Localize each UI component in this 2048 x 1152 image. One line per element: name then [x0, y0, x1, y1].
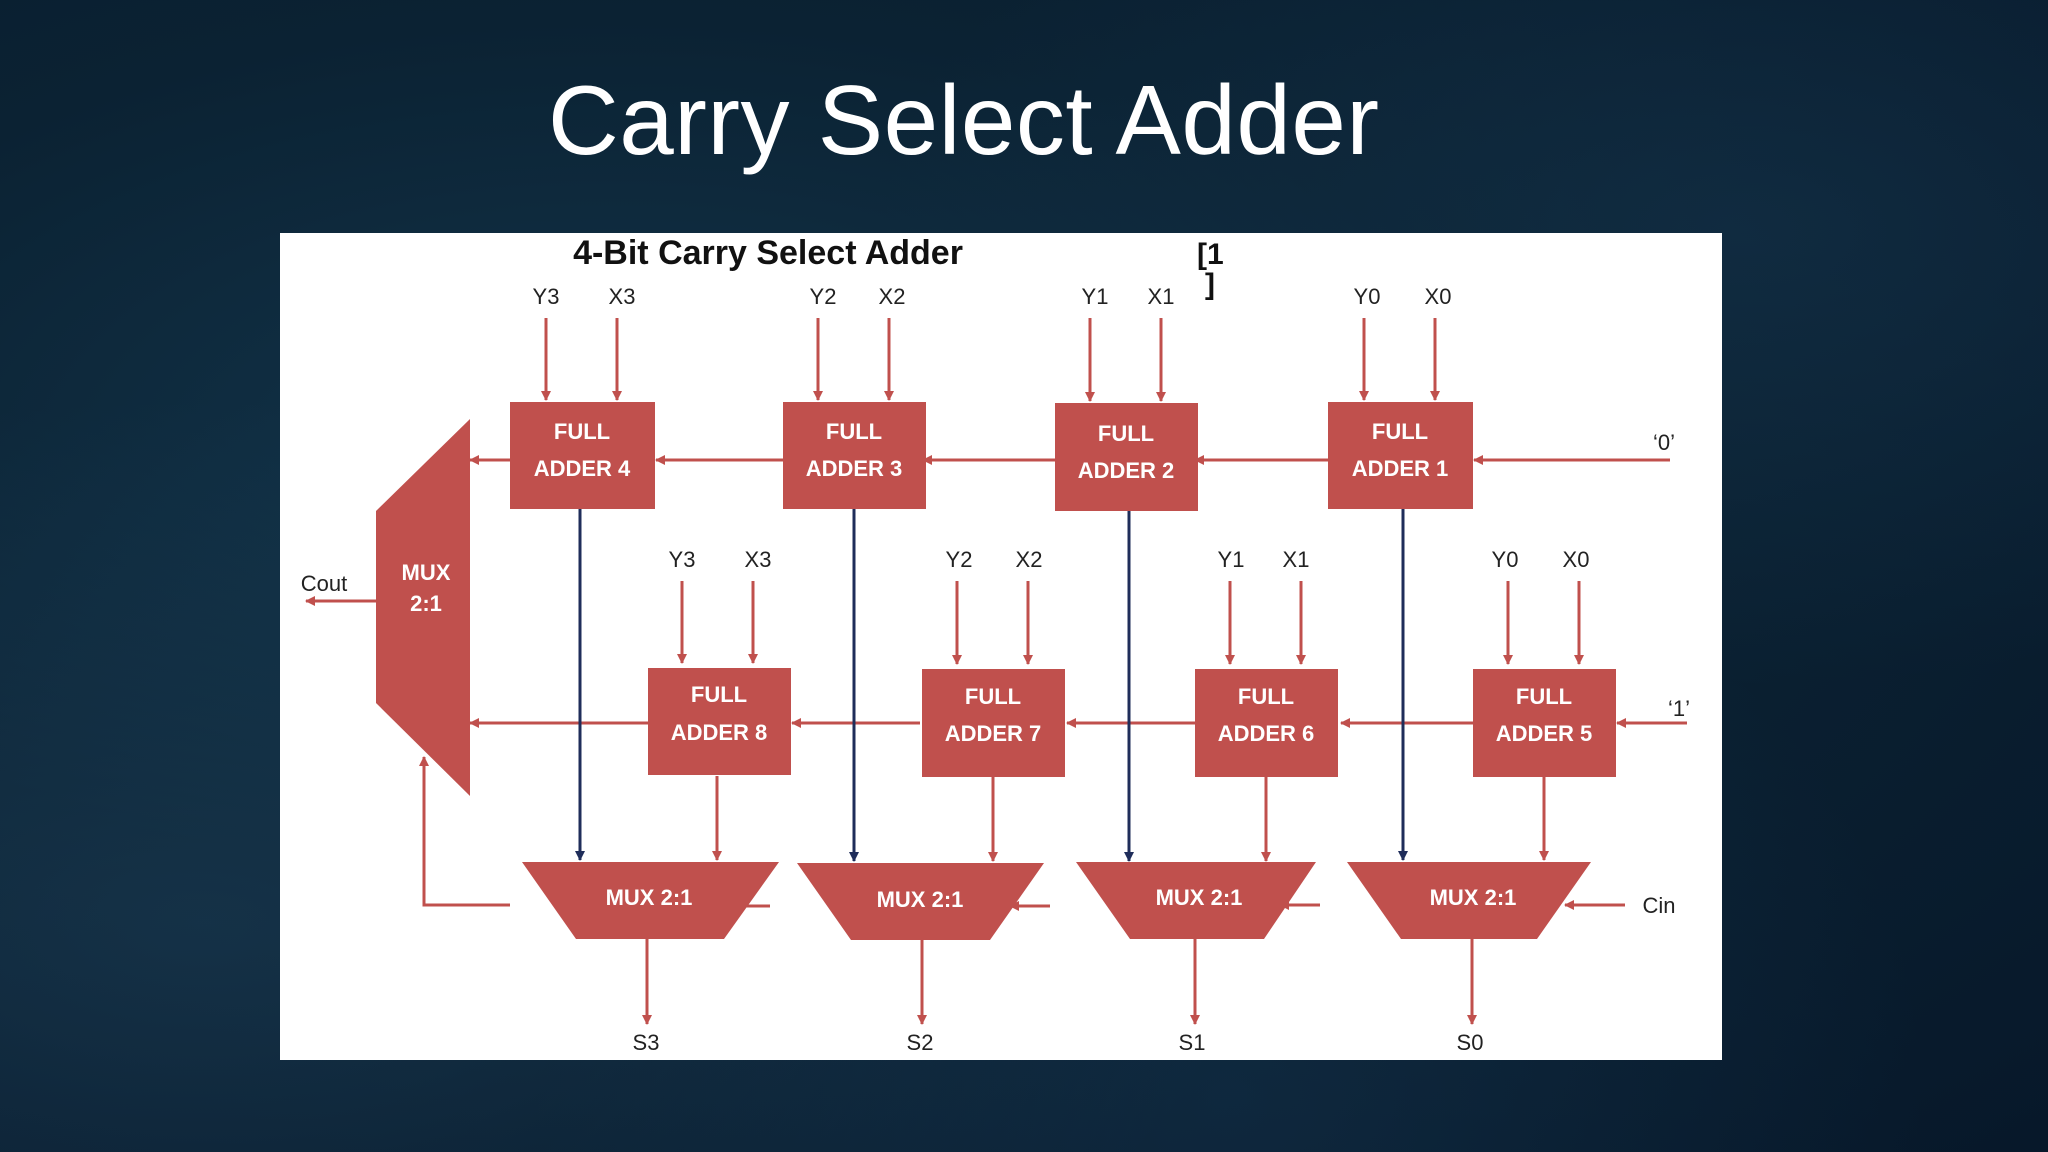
sum-mux-3-label: MUX 2:1 [606, 885, 693, 910]
fa6-line1: FULL [1238, 684, 1294, 709]
top-in-y2: Y2 [810, 284, 837, 309]
sum-mux-2: MUX 2:1 [797, 863, 1044, 940]
fa3-line1: FULL [826, 419, 882, 444]
full-adder-8: FULL ADDER 8 [648, 668, 791, 775]
top-in-y1: Y1 [1082, 284, 1109, 309]
diagram-heading-ref-close: ] [1205, 268, 1215, 301]
sum-mux-1: MUX 2:1 [1076, 862, 1316, 939]
top-in-x1: X1 [1148, 284, 1175, 309]
sum-mux-1-label: MUX 2:1 [1156, 885, 1243, 910]
top-in-x3: X3 [609, 284, 636, 309]
diagram-heading-ref: [1 [1197, 238, 1224, 271]
top-in-y0: Y0 [1354, 284, 1381, 309]
fa8-line1: FULL [691, 682, 747, 707]
sum-out-s3: S3 [633, 1030, 660, 1055]
bot-in-x3: X3 [745, 547, 772, 572]
carry-mux-label-1: MUX [402, 560, 451, 585]
fa3-line2: ADDER 3 [806, 456, 903, 481]
fa2-line2: ADDER 2 [1078, 458, 1175, 483]
top-in-x2: X2 [879, 284, 906, 309]
fa2-line1: FULL [1098, 421, 1154, 446]
bot-in-x2: X2 [1016, 547, 1043, 572]
carry-mux: MUX 2:1 [376, 419, 470, 796]
bot-in-x0: X0 [1563, 547, 1590, 572]
full-adder-5: FULL ADDER 5 [1473, 669, 1616, 777]
fa6-line2: ADDER 6 [1218, 721, 1315, 746]
sum-mux-0-label: MUX 2:1 [1430, 885, 1517, 910]
fa4-line1: FULL [554, 419, 610, 444]
bottom-carry-in-label: ‘1’ [1668, 696, 1690, 721]
top-in-y3: Y3 [533, 284, 560, 309]
full-adder-4: FULL ADDER 4 [510, 402, 655, 509]
fa4-line2: ADDER 4 [534, 456, 631, 481]
sum-out-s2: S2 [907, 1030, 934, 1055]
fa5-line1: FULL [1516, 684, 1572, 709]
sum-out-s1: S1 [1179, 1030, 1206, 1055]
carry-select-adder-diagram: 4-Bit Carry Select Adder [1 ] [301, 234, 1690, 1055]
slide-title: Carry Select Adder [548, 65, 1380, 175]
bot-in-y3: Y3 [669, 547, 696, 572]
cin-label: Cin [1642, 893, 1675, 918]
sum-mux-3: MUX 2:1 [522, 862, 779, 939]
fa7-line1: FULL [965, 684, 1021, 709]
full-adder-2: FULL ADDER 2 [1055, 403, 1198, 511]
fa1-line2: ADDER 1 [1352, 456, 1449, 481]
bot-in-x1: X1 [1283, 547, 1310, 572]
fa5-line2: ADDER 5 [1496, 721, 1593, 746]
carry-mux-label-2: 2:1 [410, 591, 442, 616]
diagram-heading: 4-Bit Carry Select Adder [573, 234, 963, 272]
bot-in-y1: Y1 [1218, 547, 1245, 572]
full-adder-1: FULL ADDER 1 [1328, 402, 1473, 509]
sum-out-s0: S0 [1457, 1030, 1484, 1055]
fa8-line2: ADDER 8 [671, 720, 768, 745]
fa1-line1: FULL [1372, 419, 1428, 444]
diagram-panel: 4-Bit Carry Select Adder [1 ] [280, 233, 1722, 1060]
fa7-line2: ADDER 7 [945, 721, 1042, 746]
sum-mux-0: MUX 2:1 [1347, 862, 1591, 939]
bot-in-y0: Y0 [1492, 547, 1519, 572]
blue-wires [575, 509, 1408, 862]
cout-label: Cout [301, 571, 347, 596]
full-adder-7: FULL ADDER 7 [922, 669, 1065, 777]
red-wires [305, 318, 1687, 1025]
sum-mux-2-label: MUX 2:1 [877, 887, 964, 912]
bot-in-y2: Y2 [946, 547, 973, 572]
full-adder-6: FULL ADDER 6 [1195, 669, 1338, 777]
top-carry-in-label: ‘0’ [1653, 430, 1675, 455]
full-adder-3: FULL ADDER 3 [783, 402, 926, 509]
top-in-x0: X0 [1425, 284, 1452, 309]
